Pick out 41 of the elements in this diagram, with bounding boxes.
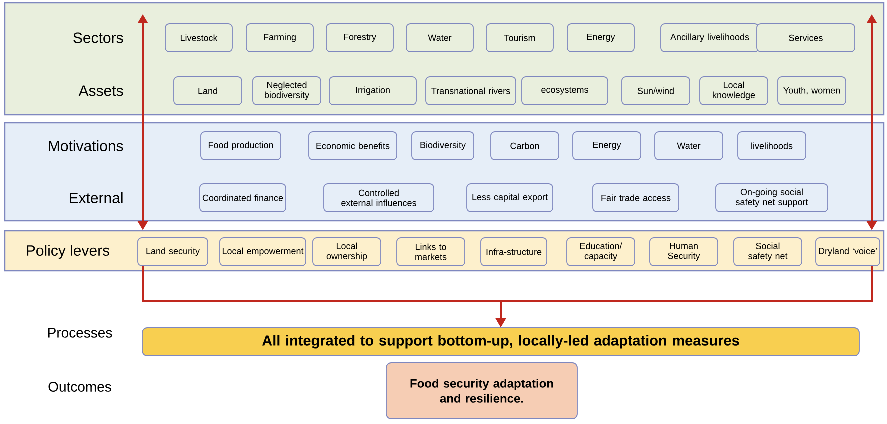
item-box: Carbon [490,132,560,160]
item-box: Infra-structure [480,238,548,266]
item-box: Local empowerment [220,238,306,266]
item-box: Farming [246,24,314,52]
outcome-box: Food security adaptation and resilience. [386,362,578,420]
item-box: Less capital export [466,184,554,212]
row-label: Outcomes [48,382,112,392]
item-box: ecosystems [522,76,608,106]
item-box: On-going social safety net support [716,184,828,212]
item-box: Transnational rivers [426,76,516,106]
item-box: livelihoods [738,132,806,160]
item-box: Food production [200,132,282,160]
item-box: Coordinated finance [200,184,286,212]
item-box: Biodiversity [412,132,474,160]
item-box: Social safety net [734,238,802,266]
item-box: Energy [567,24,635,52]
item-box: Livestock [165,24,233,52]
item-box: Water [406,24,474,52]
item-box: Human Security [650,238,718,266]
item-box: Dryland ‘voice’ [816,238,880,266]
item-box: Local ownership [312,238,382,266]
item-box: Irrigation [329,76,417,106]
item-box: Energy [572,132,642,160]
item-box: Links to markets [396,238,466,266]
item-box: Forestry [326,24,394,52]
item-box: Water [654,132,724,160]
item-box: Local knowledge [700,76,768,106]
row-label: Processes [48,328,112,338]
process-bar: All integrated to support bottom-up, locally-led adaptation measures [142,328,860,356]
item-box: Education/ capacity [566,238,636,266]
item-box: Tourism [486,24,554,52]
item-box: Controlled external influences [324,184,434,212]
item-box: Services [756,24,856,52]
item-box: Land [174,76,242,106]
item-box: Youth, women [778,76,846,106]
item-box: Sun/wind [622,76,690,106]
item-box: Fair trade access [592,184,680,212]
item-box: Economic benefits [308,132,398,160]
item-box: Ancillary livelihoods [660,24,760,52]
item-box: Neglected biodiversity [252,76,322,106]
item-box: Land security [138,238,208,266]
